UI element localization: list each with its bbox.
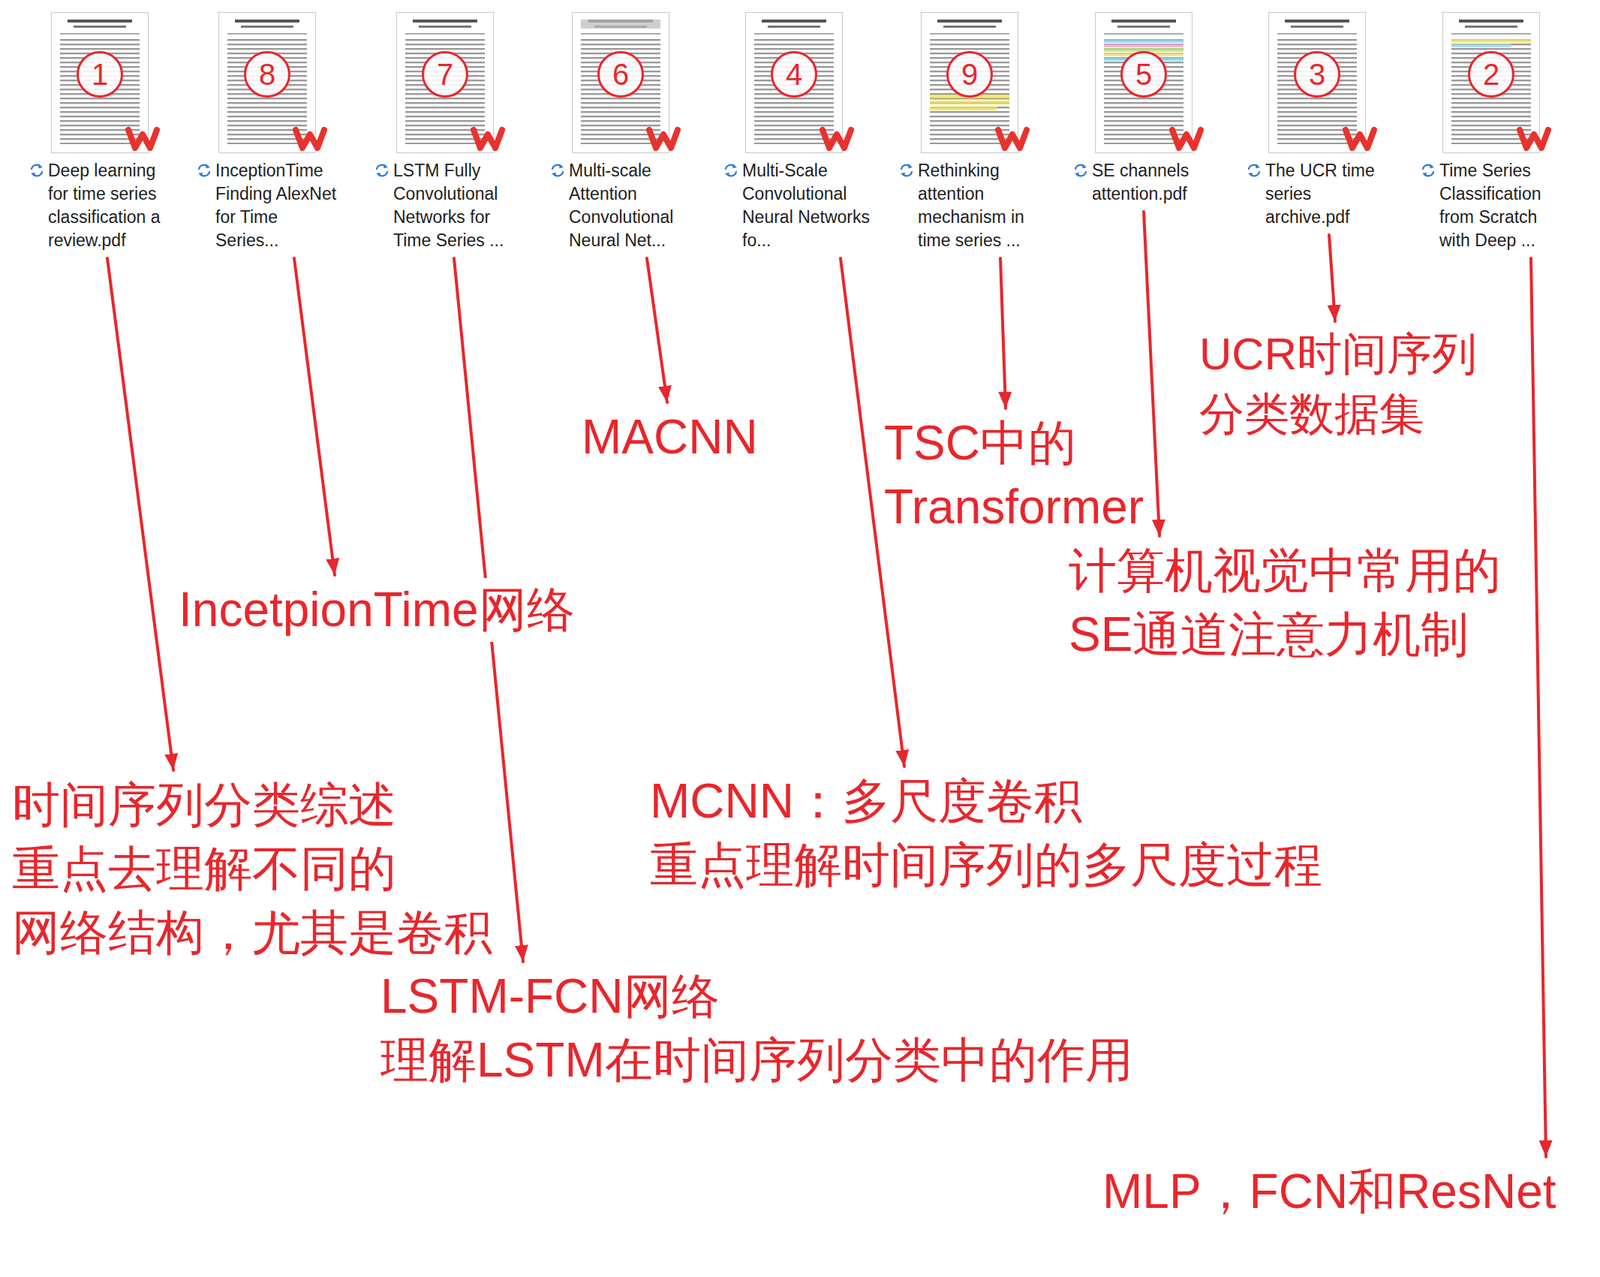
page-thumbnails	[51, 12, 1540, 154]
file-name: The UCR time series archive.pdf	[1244, 159, 1395, 229]
wps-logo	[1345, 129, 1375, 148]
file-name: InceptionTime Finding AlexNet for Time S…	[194, 159, 345, 253]
callout-number: 9	[946, 51, 993, 98]
file-name: Time Series Classification from Scratch …	[1418, 159, 1569, 253]
sync-icon	[198, 163, 211, 177]
header-band	[580, 19, 661, 29]
highlight-mark	[1103, 39, 1184, 43]
callout-number: 2	[1467, 51, 1515, 98]
highlight-mark	[1103, 43, 1184, 48]
highlights	[580, 19, 1531, 111]
callout-number: 4	[770, 51, 818, 98]
callout-number: 5	[1120, 51, 1167, 98]
wps-logos	[128, 129, 1549, 148]
wps-logo	[295, 129, 325, 148]
file-item: 8InceptionTime Finding AlexNet for Time …	[194, 12, 345, 253]
highlight-mark	[929, 106, 998, 111]
wps-logo	[998, 129, 1027, 148]
pdf-thumbnail	[745, 12, 843, 154]
wps-logo	[1519, 129, 1549, 148]
file-name: Deep learning for time series classifica…	[27, 159, 178, 253]
thumbnail-area: 4	[745, 12, 843, 154]
annotation: 时间序列分类综述 重点去理解不同的 网络结构，尤其是卷积	[12, 772, 538, 965]
callout-number: 7	[421, 51, 469, 98]
annotation-text: TSC中的 Transformer	[884, 411, 1170, 539]
file-item: 7LSTM Fully Convolutional Networks for T…	[372, 12, 523, 253]
annotation: TSC中的 Transformer	[884, 411, 1170, 539]
highlight-mark	[1451, 39, 1531, 43]
arrow-connector	[294, 258, 335, 575]
file-item: 5 SE channels attention.pdf	[1070, 12, 1222, 206]
wps-logo	[128, 129, 157, 148]
wps-logo	[822, 129, 852, 148]
thumbnail-area: 1	[51, 12, 149, 154]
file-name: Multi-scale Attention Convolutional Neur…	[547, 159, 698, 253]
sync-icon	[900, 163, 913, 177]
sync-icon	[551, 163, 564, 177]
annotation: LSTM-FCN网络 理解LSTM在时间序列分类中的作用	[380, 964, 1176, 1092]
wps-logo	[1172, 129, 1201, 148]
annotation-text: MLP，FCN和ResNet	[1102, 1159, 1557, 1224]
annotation: MCNN：多尺度卷积 重点理解时间序列的多尺度过程	[649, 769, 1371, 897]
file-item: 4Multi-Scale Convolutional Neural Networ…	[721, 12, 872, 253]
thumbnail-area: 3	[1268, 12, 1366, 154]
arrow-connector	[646, 258, 668, 403]
thumbnail-area: 6	[571, 12, 670, 154]
arrow-connector	[1530, 258, 1546, 1157]
annotation: MLP，FCN和ResNet	[1102, 1159, 1557, 1224]
sync-icon	[30, 163, 43, 177]
callout-number: 6	[597, 51, 644, 98]
callout-number: 3	[1293, 51, 1341, 98]
thumbnail-area: 7	[396, 12, 494, 154]
pdf-thumbnail	[396, 12, 494, 154]
pdf-thumbnail	[219, 12, 316, 154]
pdf-thumbnail	[1269, 12, 1366, 154]
annotation: 计算机视觉中常用的 SE通道注意力机制	[1068, 538, 1534, 667]
callout-number: 8	[243, 51, 291, 98]
annotation-text: 计算机视觉中常用的 SE通道注意力机制	[1068, 538, 1534, 667]
annotation: IncetpionTime网络	[178, 577, 575, 642]
arrow-connector	[107, 258, 174, 770]
sync-icon	[1422, 163, 1435, 177]
wps-logo	[649, 129, 678, 148]
sync-icon	[724, 163, 737, 177]
arrow-connector	[1329, 234, 1336, 322]
highlight-mark	[929, 100, 1010, 105]
file-item: 6Multi-scale Attention Convolutional Neu…	[547, 12, 698, 253]
pdf-thumbnail	[1095, 12, 1193, 154]
arrow-connector	[1000, 258, 1006, 409]
arrow-connector	[1143, 211, 1160, 536]
file-item: 3The UCR time series archive.pdf	[1244, 12, 1395, 229]
callout-number: 1	[76, 51, 124, 98]
annotation: MACNN	[581, 405, 758, 470]
pdf-thumbnail	[572, 12, 670, 154]
thumbnail-area: 9	[920, 12, 1019, 154]
annotation-text: IncetpionTime网络	[178, 577, 575, 642]
file-name: Rethinking attention mechanism in time s…	[896, 159, 1047, 253]
highlight-mark	[1451, 43, 1512, 48]
sync-icon	[1074, 163, 1087, 177]
annotation-text: UCR时间序列 分类数据集	[1199, 324, 1552, 445]
file-name: Multi-Scale Convolutional Neural Network…	[721, 159, 872, 253]
pdf-thumbnail	[921, 12, 1019, 154]
thumbnail-area: 5	[1094, 12, 1193, 154]
pdf-thumbnail	[1443, 12, 1540, 154]
file-item: 9Rethinking attention mechanism in time …	[896, 12, 1047, 253]
wps-logo	[473, 129, 503, 148]
annotation-text: MCNN：多尺度卷积 重点理解时间序列的多尺度过程	[649, 769, 1371, 897]
thumbnail-area: 8	[218, 12, 316, 154]
file-item: 2Time Series Classification from Scratch…	[1418, 12, 1569, 253]
file-name: LSTM Fully Convolutional Networks for Ti…	[372, 159, 523, 253]
sync-icon	[375, 163, 388, 177]
file-item: 1Deep learning for time series classific…	[27, 12, 178, 253]
pdf-thumbnail	[51, 12, 149, 154]
thumbnail-area: 2	[1442, 12, 1540, 154]
annotation-text: MACNN	[581, 405, 758, 470]
sync-icon	[1248, 163, 1261, 177]
annotation: UCR时间序列 分类数据集	[1199, 324, 1552, 445]
annotation-text: LSTM-FCN网络 理解LSTM在时间序列分类中的作用	[380, 964, 1176, 1092]
annotation-text: 时间序列分类综述 重点去理解不同的 网络结构，尤其是卷积	[12, 772, 538, 965]
file-name: SE channels attention.pdf	[1070, 159, 1222, 206]
